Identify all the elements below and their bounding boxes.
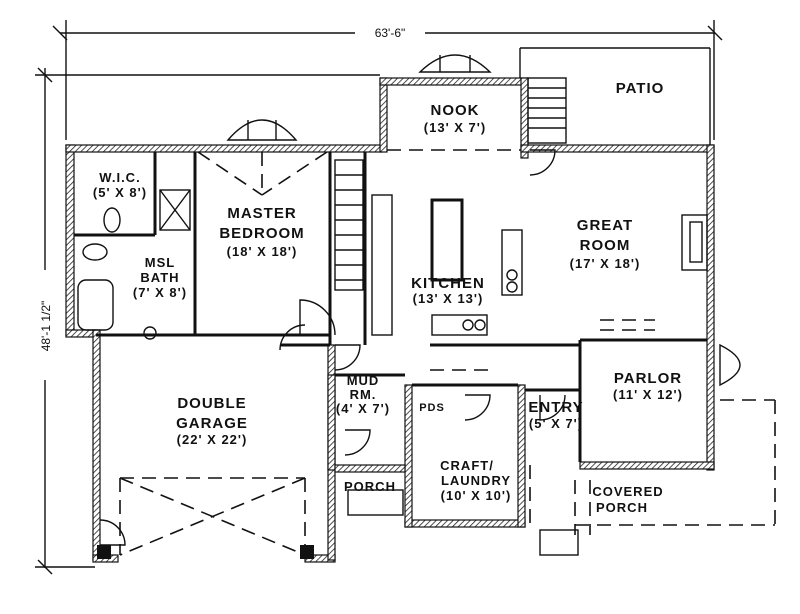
garage-label-2: GARAGE — [176, 415, 248, 432]
nook-label: NOOK — [431, 102, 480, 119]
entry-size: (5' X 7') — [529, 416, 583, 431]
msl-bath-label-1: MSL — [145, 255, 175, 270]
msl-bath-size: (7' X 8') — [133, 285, 187, 300]
entry-label: ENTRY — [528, 399, 583, 416]
great-room-label-1: GREAT — [577, 217, 633, 234]
windows — [226, 54, 741, 387]
bath-fixtures — [77, 189, 191, 340]
covered-porch-label-2: PORCH — [596, 500, 648, 515]
master-bedroom-label-2: BEDROOM — [219, 225, 304, 242]
craft-laundry-size: (10' X 10') — [441, 488, 512, 503]
nook-size: (13' X 7') — [424, 120, 486, 135]
interior-walls — [74, 152, 707, 462]
porch-elements — [97, 489, 579, 559]
patio-label: PATIO — [616, 80, 665, 97]
mud-room-label-2: RM. — [350, 387, 377, 402]
dashed-lines — [119, 149, 776, 556]
patio — [519, 47, 711, 145]
kitchen-fixtures — [371, 194, 523, 336]
msl-bath-label-2: BATH — [140, 270, 179, 285]
kitchen-size: (13' X 13') — [413, 291, 484, 306]
mud-room-label-1: MUD — [347, 373, 380, 388]
wic-label: W.I.C. — [99, 170, 140, 185]
kitchen-label: KITCHEN — [411, 275, 485, 292]
parlor-size: (11' X 12') — [613, 387, 683, 402]
overall-width-label: 63'-6" — [375, 26, 406, 40]
craft-laundry-label-2: LAUNDRY — [441, 473, 511, 488]
fireplace — [681, 214, 708, 271]
master-bedroom-size: (18' X 18') — [227, 244, 298, 259]
covered-porch-label-1: COVERED — [592, 484, 663, 499]
overall-depth-label: 48'-1 1/2" — [39, 301, 53, 352]
porch-label: PORCH — [344, 479, 396, 494]
great-room-size: (17' X 18') — [570, 256, 641, 271]
wic-size: (5' X 8') — [93, 185, 147, 200]
pds-label: PDS — [419, 402, 445, 414]
garage-size: (22' X 22') — [177, 432, 248, 447]
parlor-label: PARLOR — [614, 370, 682, 387]
great-room-label-2: ROOM — [580, 237, 631, 254]
stairs — [334, 159, 364, 291]
craft-laundry-label-1: CRAFT/ — [440, 458, 494, 473]
master-bedroom-label-1: MASTER — [227, 205, 296, 222]
mud-room-size: (4' X 7') — [336, 401, 390, 416]
garage-label-1: DOUBLE — [177, 395, 246, 412]
exterior-walls — [65, 77, 715, 563]
room-labels: PATIO NOOK (13' X 7') W.I.C. (5' X 8') M… — [93, 80, 683, 515]
door-swings — [99, 149, 566, 546]
